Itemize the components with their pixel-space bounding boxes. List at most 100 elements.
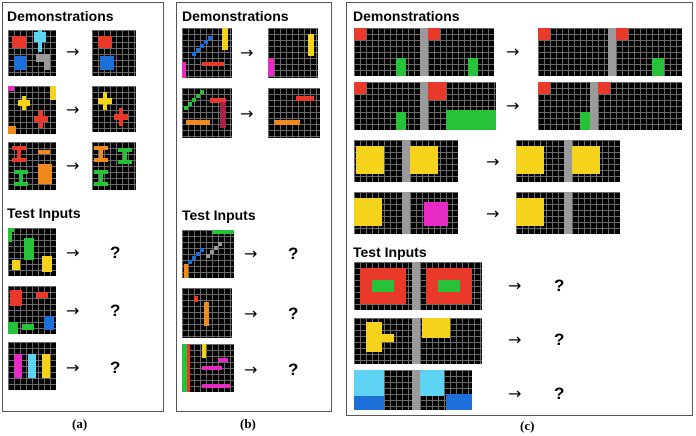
color-block [10, 290, 22, 306]
panel-b-test-1-input [182, 230, 234, 278]
color-block [274, 120, 300, 125]
arrow-icon: → [506, 96, 520, 115]
unknown-output-question-mark: ? [554, 384, 565, 403]
color-block [652, 58, 664, 76]
color-block [572, 146, 600, 174]
color-block [44, 316, 54, 330]
panel-a-test-3-input [8, 342, 56, 390]
grid-separator-bar [412, 370, 420, 410]
color-block [208, 36, 212, 40]
panel-c-test-2-input-left [354, 318, 412, 364]
panel-c-test-inputs-heading: Test Inputs [353, 244, 427, 260]
panel-a-demo-3-input [8, 142, 56, 190]
color-block [202, 384, 230, 388]
color-block [8, 86, 14, 91]
color-block [14, 182, 28, 186]
color-block [196, 252, 200, 256]
color-block [308, 34, 314, 56]
color-block [94, 158, 108, 162]
panel-b-demo-2-input [182, 88, 232, 138]
panel-c-demo-1-input-left [354, 28, 420, 76]
panel-a-demo-1-output [92, 30, 136, 76]
color-block [424, 202, 448, 226]
arrow-icon: → [244, 244, 258, 263]
color-block [99, 146, 103, 160]
panel-c-test-1-input-left [354, 262, 412, 310]
color-block [538, 28, 550, 40]
unknown-output-question-mark: ? [554, 276, 565, 295]
color-block [8, 228, 14, 232]
panel-a-test-2-input [8, 286, 56, 334]
color-block [196, 94, 200, 98]
color-block [214, 246, 218, 250]
color-block [204, 302, 209, 326]
color-block [200, 90, 204, 94]
color-block [516, 198, 544, 226]
color-block [220, 102, 226, 128]
panel-b-caption: (b) [240, 416, 256, 431]
color-block [580, 112, 590, 130]
color-block [354, 198, 382, 226]
arrow-icon: → [508, 276, 522, 295]
color-block [42, 256, 52, 272]
color-block [19, 170, 23, 184]
panel-c-test-3-input-right [420, 370, 472, 410]
color-block [396, 112, 406, 130]
color-block [182, 62, 186, 78]
color-block [118, 160, 132, 164]
color-block [196, 48, 200, 52]
color-block [200, 44, 204, 48]
unknown-output-question-mark: ? [288, 304, 299, 323]
panel-c-test-2-input-right [420, 318, 482, 364]
color-block [184, 264, 188, 278]
color-block [123, 148, 127, 162]
unknown-output-question-mark: ? [110, 301, 121, 320]
panel-c-demo-3-input-right [410, 140, 458, 182]
panel-c-demo-2-input-right [428, 82, 496, 130]
color-block [44, 54, 50, 70]
panel-c-demo-1-output-right [616, 28, 682, 76]
color-block [446, 110, 496, 130]
unknown-output-question-mark: ? [110, 243, 121, 262]
color-block [14, 354, 22, 378]
panel-c-demo-4-output-right [572, 192, 620, 234]
grid-separator-bar [608, 28, 616, 76]
arrow-icon: → [486, 204, 500, 223]
grid-separator-bar [420, 82, 428, 130]
arrow-icon: → [66, 100, 80, 119]
color-block [12, 158, 26, 162]
grid-separator-bar [412, 318, 420, 364]
color-block [372, 280, 394, 292]
color-block [42, 354, 50, 378]
grid-separator-bar [412, 262, 420, 310]
color-block [200, 248, 204, 252]
color-block [14, 294, 22, 302]
panel-c-demo-1-output-left [538, 28, 608, 76]
color-block [14, 56, 26, 70]
color-block [356, 146, 384, 174]
grid-separator-bar [420, 28, 428, 76]
color-block [354, 370, 384, 396]
color-block [382, 334, 394, 342]
color-block [184, 106, 188, 110]
color-block [12, 36, 26, 48]
unknown-output-question-mark: ? [554, 330, 565, 349]
panel-c-test-3-input-left [354, 370, 412, 410]
panel-c-caption: (c) [520, 418, 535, 433]
color-block [396, 58, 406, 76]
panel-a-test-inputs-heading: Test Inputs [7, 205, 81, 221]
color-block [36, 292, 48, 298]
panel-c-demo-2-input-left [354, 82, 420, 130]
color-block [218, 242, 222, 246]
color-block [354, 396, 384, 410]
panel-b-demo-1-input [182, 28, 232, 78]
color-block [24, 238, 34, 260]
color-block [119, 108, 123, 126]
color-block [103, 92, 107, 110]
unknown-output-question-mark: ? [288, 360, 299, 379]
arrow-icon: → [66, 358, 80, 377]
panel-c-demo-3-input-left [354, 140, 402, 182]
color-block [28, 354, 36, 378]
color-block [354, 82, 366, 94]
color-block [38, 164, 52, 184]
